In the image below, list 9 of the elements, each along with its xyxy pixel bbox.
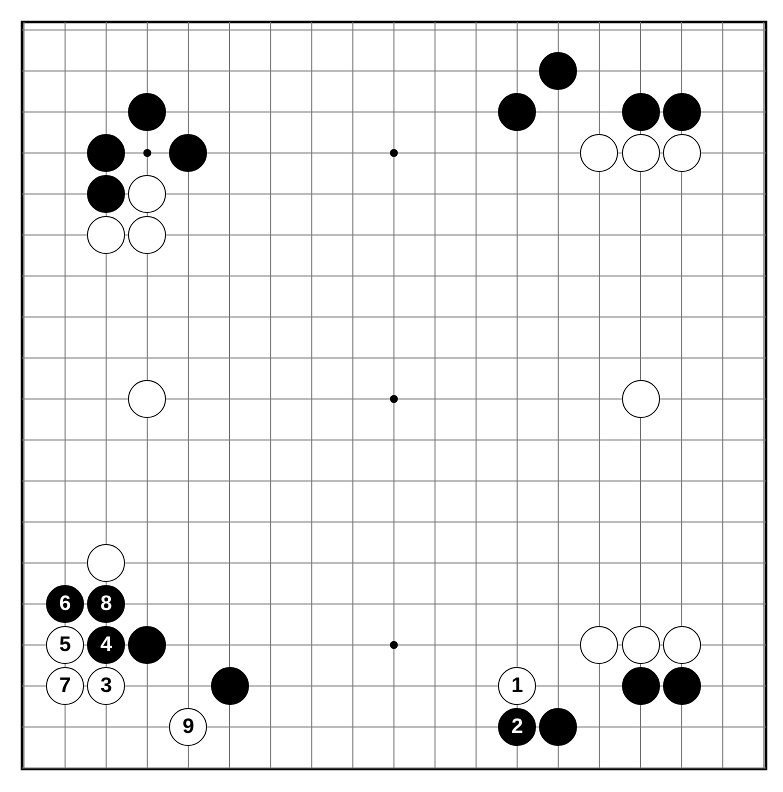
move-number: 3 xyxy=(100,674,112,698)
move-number: 2 xyxy=(511,715,524,739)
move-number: 8 xyxy=(100,592,112,616)
move-number: 7 xyxy=(59,674,71,698)
move-number: 1 xyxy=(511,674,524,698)
move-number: 9 xyxy=(182,715,194,739)
move-number: 5 xyxy=(59,633,71,657)
move-number: 6 xyxy=(59,592,71,616)
move-number: 4 xyxy=(100,633,112,657)
